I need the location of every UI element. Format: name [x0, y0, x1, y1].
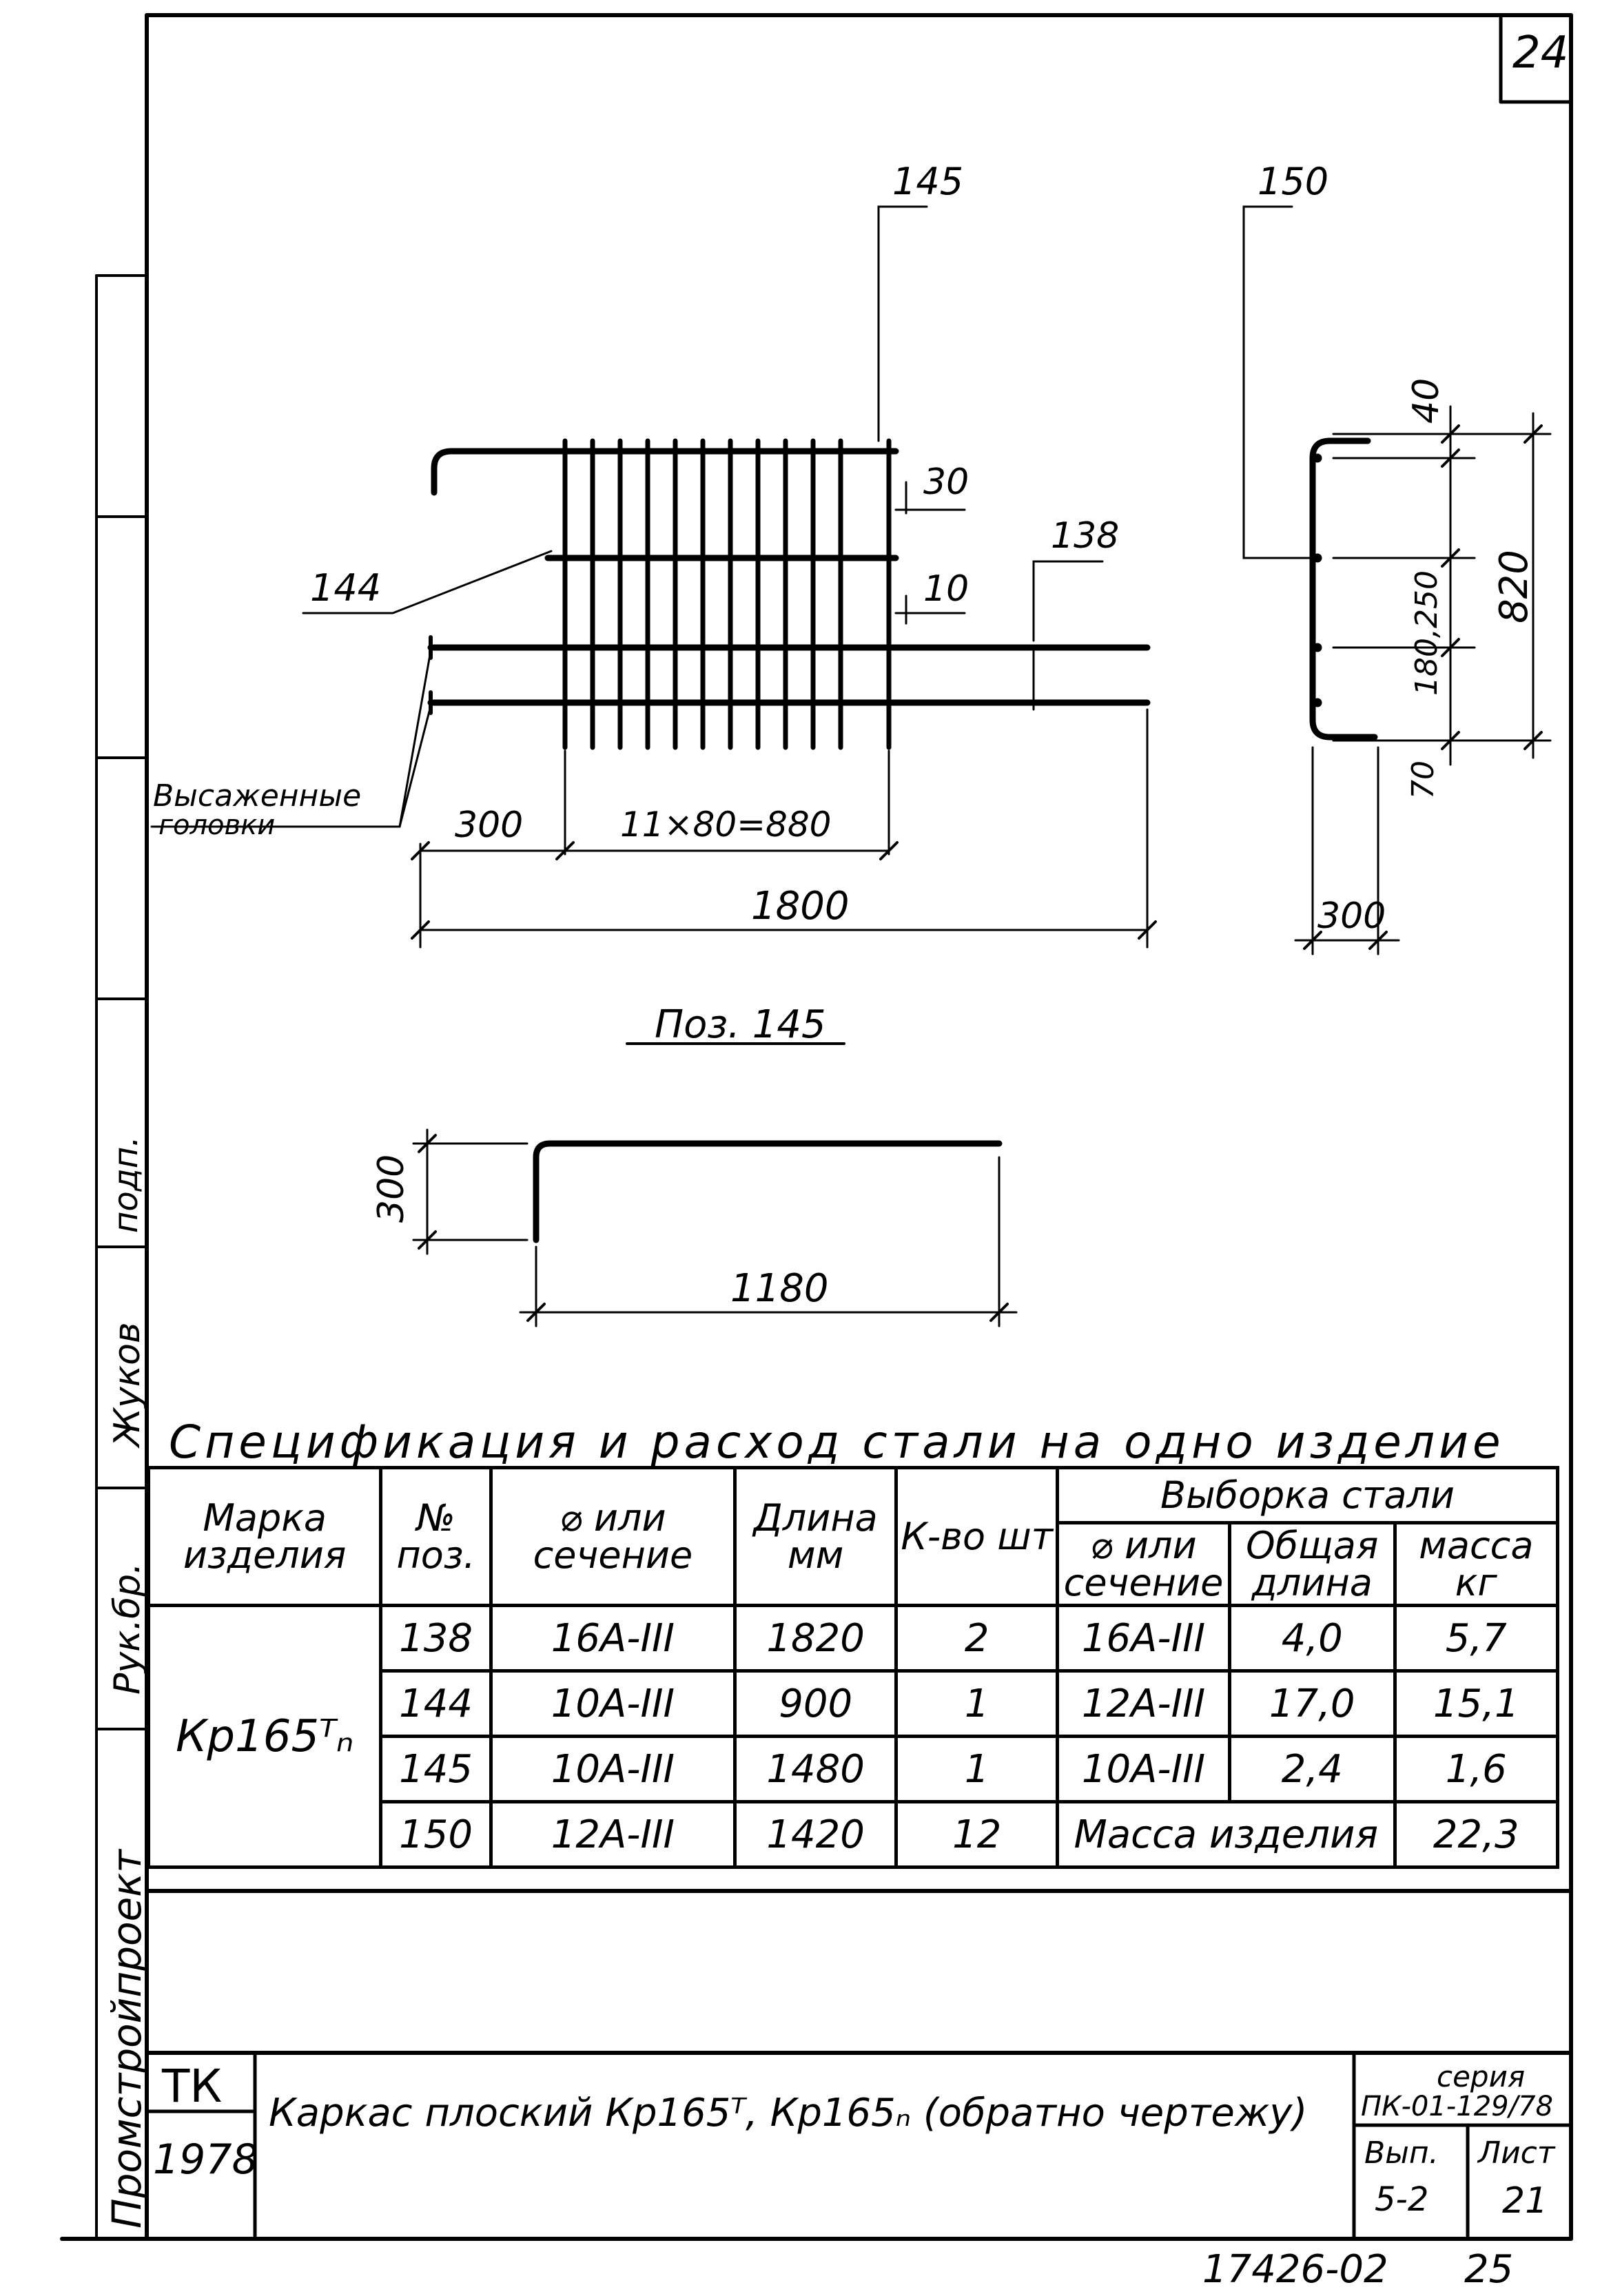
table-row: 144 10A-III 900 1 12A-III 17,0 15,1: [149, 1669, 1560, 1738]
label-pos145-top: 145: [892, 160, 964, 203]
cell-sel-mass: 1,6: [1393, 1735, 1560, 1803]
sheet-value: 21: [1502, 2180, 1548, 2222]
dim-180-250: 180,250: [1409, 570, 1444, 696]
dim-70: 70: [1406, 761, 1441, 799]
cell-sel-total: 2,4: [1227, 1735, 1397, 1803]
label-bent-heads-2: головки: [158, 809, 276, 841]
issue-value: 5-2: [1375, 2180, 1429, 2219]
cell-count: 2: [894, 1604, 1060, 1673]
table-row: 145 10A-III 1480 1 10A-III 2,4 1,6: [149, 1735, 1560, 1803]
doc-number: 17426-02: [1202, 2247, 1388, 2292]
header-sel-total: Общая длина: [1227, 1521, 1397, 1607]
label-bent-heads-1: Высаженные: [153, 778, 362, 814]
cell-sel-dia: 16A-III: [1056, 1604, 1231, 1673]
table-row: 150 12A-III 1420 12 Масса изделия 22,3: [149, 1800, 1560, 1869]
mass-value: 22,3: [1393, 1800, 1560, 1869]
label-pos144: 144: [310, 566, 382, 610]
dim-10: 10: [923, 568, 969, 610]
header-count: К-во шт: [894, 1466, 1060, 1607]
header-pos: № поз.: [379, 1466, 493, 1607]
spec-table: Марка изделия № поз. ⌀ или сечение Длина…: [146, 1466, 1560, 1869]
dim-spacing: 11×80=880: [620, 805, 832, 845]
cell-count: 12: [894, 1800, 1060, 1869]
cell-sel-total: 4,0: [1227, 1604, 1397, 1673]
cell-length: 1420: [732, 1800, 899, 1869]
cell-pos: 138: [379, 1604, 493, 1673]
cell-length: 1480: [732, 1735, 899, 1803]
cell-sel-dia: 12A-III: [1056, 1669, 1231, 1738]
header-mark: Марка изделия: [146, 1466, 383, 1607]
dim-300-left: 300: [455, 805, 524, 846]
header-selection: Выборка стали: [1056, 1466, 1559, 1524]
dim-300-vert: 300: [371, 1154, 412, 1223]
cell-length: 1820: [732, 1604, 899, 1673]
cell-pos: 145: [379, 1735, 493, 1803]
cell-dia: 10A-III: [489, 1669, 737, 1738]
org-code: ТК: [162, 2060, 223, 2113]
section-title: Поз. 145: [655, 1002, 826, 1047]
dim-138: 138: [1051, 515, 1120, 557]
dim-30: 30: [923, 462, 969, 503]
issue-label: Вып.: [1364, 2135, 1439, 2171]
cell-dia: 12A-III: [489, 1800, 737, 1869]
cell-sel-mass: 5,7: [1393, 1604, 1560, 1673]
drawing-title: Каркас плоский Кр165ᵀ, Кр165ₙ (обратно ч…: [269, 2091, 1308, 2135]
cell-count: 1: [894, 1669, 1060, 1738]
cell-sel-total: 17,0: [1227, 1669, 1397, 1738]
cell-count: 1: [894, 1735, 1060, 1803]
header-sel-mass: масса кг: [1393, 1521, 1560, 1607]
sheet-label: Лист: [1478, 2135, 1555, 2171]
sheet-number: 24: [1512, 28, 1569, 79]
mass-label: Масса изделия: [1056, 1800, 1397, 1869]
mark-value: Кр165ᵀₙ: [146, 1604, 383, 1869]
cell-pos: 144: [379, 1669, 493, 1738]
dim-820: 820: [1492, 550, 1537, 623]
side-sign: подп.: [107, 1136, 145, 1233]
header-length: Длина мм: [732, 1466, 899, 1607]
dim-1180: 1180: [730, 1266, 829, 1311]
cell-length: 900: [732, 1669, 899, 1738]
dim-40: 40: [1406, 378, 1447, 424]
cell-dia: 16A-III: [489, 1604, 737, 1673]
page-number: 25: [1464, 2247, 1514, 2292]
header-dia: ⌀ или сечение: [489, 1466, 737, 1607]
spec-title: Спецификация и расход стали на одно изде…: [169, 1416, 1505, 1469]
header-sel-dia: ⌀ или сечение: [1056, 1521, 1231, 1607]
cell-pos: 150: [379, 1800, 493, 1869]
table-row: Кр165ᵀₙ 138 16A-III 1820 2 16A-III 4,0 5…: [146, 1604, 1560, 1869]
year: 1978: [153, 2135, 258, 2184]
series-value: ПК-01-129/78: [1361, 2091, 1553, 2122]
side-name: Жуков: [107, 1322, 148, 1447]
dim-300-side: 300: [1317, 896, 1386, 937]
side-role: Рук.бр.: [107, 1562, 148, 1695]
side-org: Промстройпроект: [103, 1849, 150, 2228]
cell-sel-mass: 15,1: [1393, 1669, 1560, 1738]
cell-sel-dia: 10A-III: [1056, 1735, 1231, 1803]
series-label: серия: [1437, 2060, 1526, 2093]
dim-1800: 1800: [751, 884, 850, 929]
label-pos150-top: 150: [1258, 160, 1329, 203]
cell-dia: 10A-III: [489, 1735, 737, 1803]
